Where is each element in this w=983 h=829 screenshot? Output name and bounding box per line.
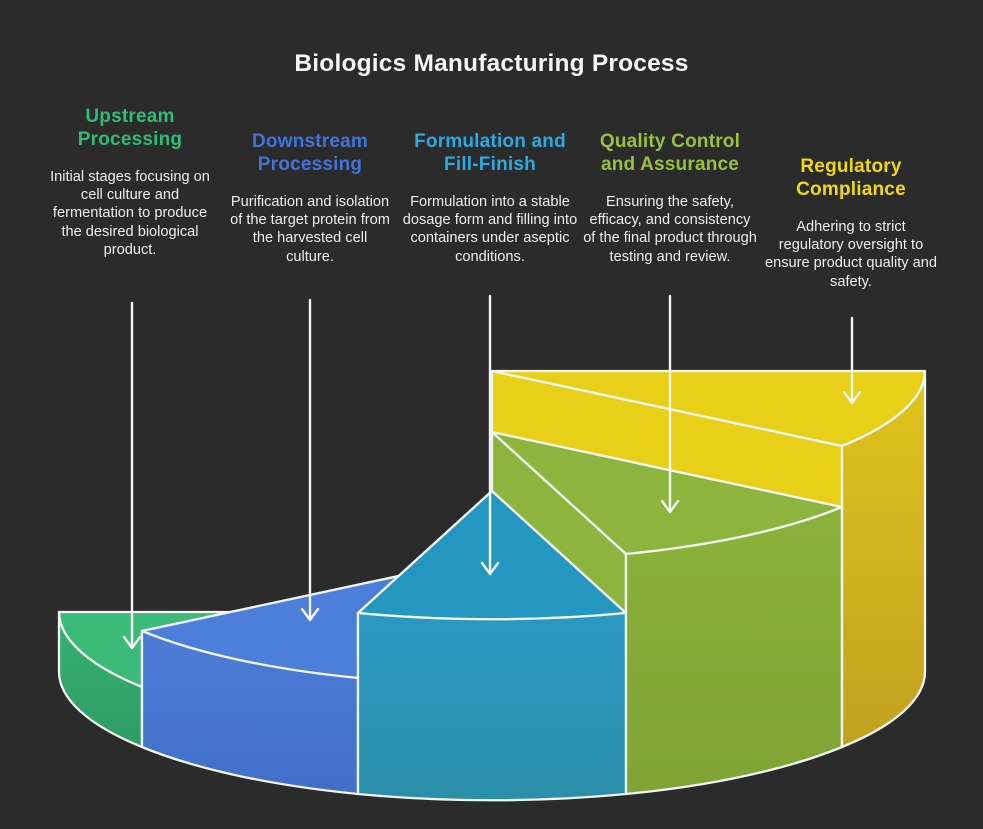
stage-heading-formulation: Formulation and Fill-Finish <box>414 131 566 175</box>
stage-heading-upstream: Upstream Processing <box>77 106 183 150</box>
stage-column-regulatory: Regulatory Compliance Adhering to strict… <box>762 156 940 291</box>
stage-column-downstream: Downstream Processing Purification and i… <box>228 131 392 266</box>
stage-description-formulation: Formulation into a stable dosage form an… <box>402 193 578 265</box>
stage-column-upstream: Upstream Processing Initial stages focus… <box>50 106 210 259</box>
arrow-downstream <box>300 298 320 622</box>
stage-heading-downstream: Downstream Processing <box>251 131 369 175</box>
stage-column-quality: Quality Control and Assurance Ensuring t… <box>582 131 758 266</box>
page-title: Biologics Manufacturing Process <box>294 50 689 77</box>
stage-heading-quality: Quality Control and Assurance <box>599 131 741 175</box>
arrow-quality <box>660 294 680 514</box>
stage-description-quality: Ensuring the safety, efficacy, and consi… <box>583 193 757 265</box>
stage-description-upstream: Initial stages focusing on cell culture … <box>50 168 210 259</box>
arrow-upstream <box>122 301 142 650</box>
stage-column-formulation: Formulation and Fill-Finish Formulation … <box>402 131 578 266</box>
stage-heading-regulatory: Regulatory Compliance <box>796 156 906 200</box>
wedge-formulation-front-face <box>356 611 628 802</box>
wedge-regulatory-side-face <box>840 369 927 749</box>
arrow-regulatory <box>842 316 862 405</box>
stage-description-regulatory: Adhering to strict regulatory oversight … <box>765 218 937 290</box>
stage-description-downstream: Purification and isolation of the target… <box>230 193 390 265</box>
wedge-quality-front-face <box>624 505 844 796</box>
arrow-formulation <box>480 294 500 576</box>
